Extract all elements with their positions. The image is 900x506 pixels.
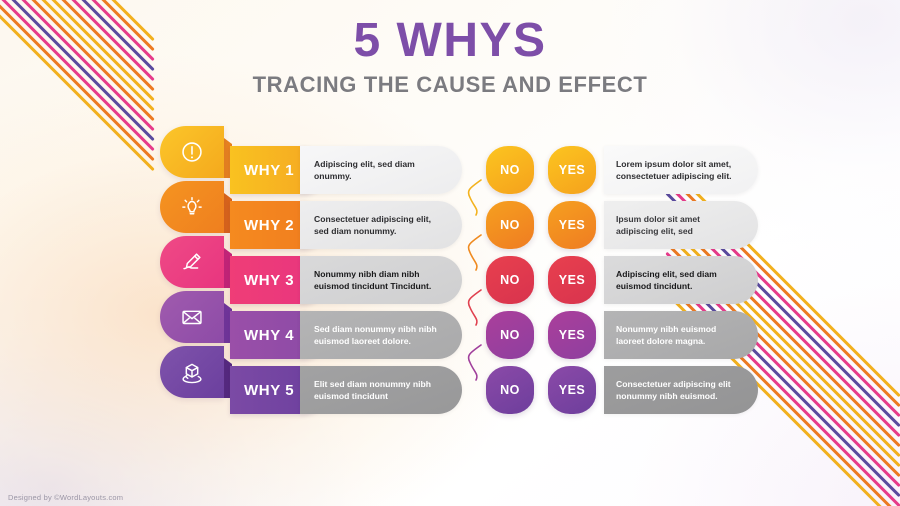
cause-text-capsule-3: Nonummy nibh diam nibh euismod tincidunt… (300, 256, 462, 304)
envelope-icon (179, 304, 205, 330)
yes-button-4[interactable]: YES (548, 311, 596, 359)
icon-tab-4[interactable] (160, 291, 224, 343)
yes-button-5[interactable]: YES (548, 366, 596, 414)
why-row: WHY 3 Nonummy nibh diam nibh euismod tinc… (0, 236, 900, 312)
lightbulb-icon (179, 194, 205, 220)
no-button-5[interactable]: NO (486, 366, 534, 414)
why-row: WHY 2 Consectetuer adipiscing elit, sed d… (0, 181, 900, 257)
effect-text: Lorem ipsum dolor sit amet, consectetuer… (616, 158, 732, 181)
effect-text-capsule-5: Consectetuer adipiscing elit nonummy nib… (604, 366, 758, 414)
cause-text: Adipiscing elit, sed diam onummy. (314, 158, 415, 181)
page-subtitle: TRACING THE CAUSE AND EFFECT (252, 72, 648, 98)
cause-text-capsule-2: Consectetuer adipiscing elit, sed diam n… (300, 201, 462, 249)
cause-text: Elit sed diam nonummy nibh euismod tinci… (314, 378, 431, 401)
yes-button-3[interactable]: YES (548, 256, 596, 304)
icon-tab-3[interactable] (160, 236, 224, 288)
no-button-2[interactable]: NO (486, 201, 534, 249)
no-button-1[interactable]: NO (486, 146, 534, 194)
why-label: WHY 3 (244, 271, 295, 289)
effect-text-capsule-1: Lorem ipsum dolor sit amet, consectetuer… (604, 146, 758, 194)
effect-text: Consectetuer adipiscing elit nonummy nib… (616, 378, 731, 401)
no-button-3[interactable]: NO (486, 256, 534, 304)
effect-text: Adipiscing elit, sed diam euismod tincid… (616, 268, 717, 291)
cause-text-capsule-5: Elit sed diam nonummy nibh euismod tinci… (300, 366, 462, 414)
effect-text-capsule-4: Nonummy nibh euismod laoreet dolore magn… (604, 311, 758, 359)
effect-text: Ipsum dolor sit amet adipiscing elit, se… (616, 213, 701, 236)
header: 5 WHYS TRACING THE CAUSE AND EFFECT (0, 14, 900, 98)
icon-tab-2[interactable] (160, 181, 224, 233)
effect-text-capsule-2: Ipsum dolor sit amet adipiscing elit, se… (604, 201, 758, 249)
yes-button-2[interactable]: YES (548, 201, 596, 249)
why-label: WHY 4 (244, 326, 295, 344)
why-row: WHY 1 Adipiscing elit, sed diam onummy. NO… (0, 126, 900, 202)
icon-tab-1[interactable] (160, 126, 224, 178)
cause-text-capsule-1: Adipiscing elit, sed diam onummy. (300, 146, 462, 194)
effect-text: Nonummy nibh euismod laoreet dolore magn… (616, 323, 717, 346)
cause-text: Nonummy nibh diam nibh euismod tincidunt… (314, 268, 432, 291)
cause-text-capsule-4: Sed diam nonummy nibh nibh euismod laore… (300, 311, 462, 359)
icon-tab-5[interactable] (160, 346, 224, 398)
cause-text: Consectetuer adipiscing elit, sed diam n… (314, 213, 431, 236)
why-row: WHY 5 Elit sed diam nonummy nibh euismod … (0, 346, 900, 422)
why-label: WHY 2 (244, 216, 295, 234)
five-whys-diagram: WHY 1 Adipiscing elit, sed diam onummy. NO… (0, 126, 900, 432)
no-button-4[interactable]: NO (486, 311, 534, 359)
page-title: 5 WHYS (353, 14, 547, 67)
effect-text-capsule-3: Adipiscing elit, sed diam euismod tincid… (604, 256, 758, 304)
cube-arrow-icon (179, 359, 205, 385)
why-label: WHY 1 (244, 161, 295, 179)
pencil-icon (179, 249, 205, 275)
yes-button-1[interactable]: YES (548, 146, 596, 194)
exclamation-circle-icon (179, 139, 205, 165)
footer-credit: Designed by ©WordLayouts.com (8, 493, 124, 502)
cause-text: Sed diam nonummy nibh nibh euismod laore… (314, 323, 437, 346)
why-row: WHY 4 Sed diam nonummy nibh nibh euismod … (0, 291, 900, 367)
why-label: WHY 5 (244, 381, 295, 399)
